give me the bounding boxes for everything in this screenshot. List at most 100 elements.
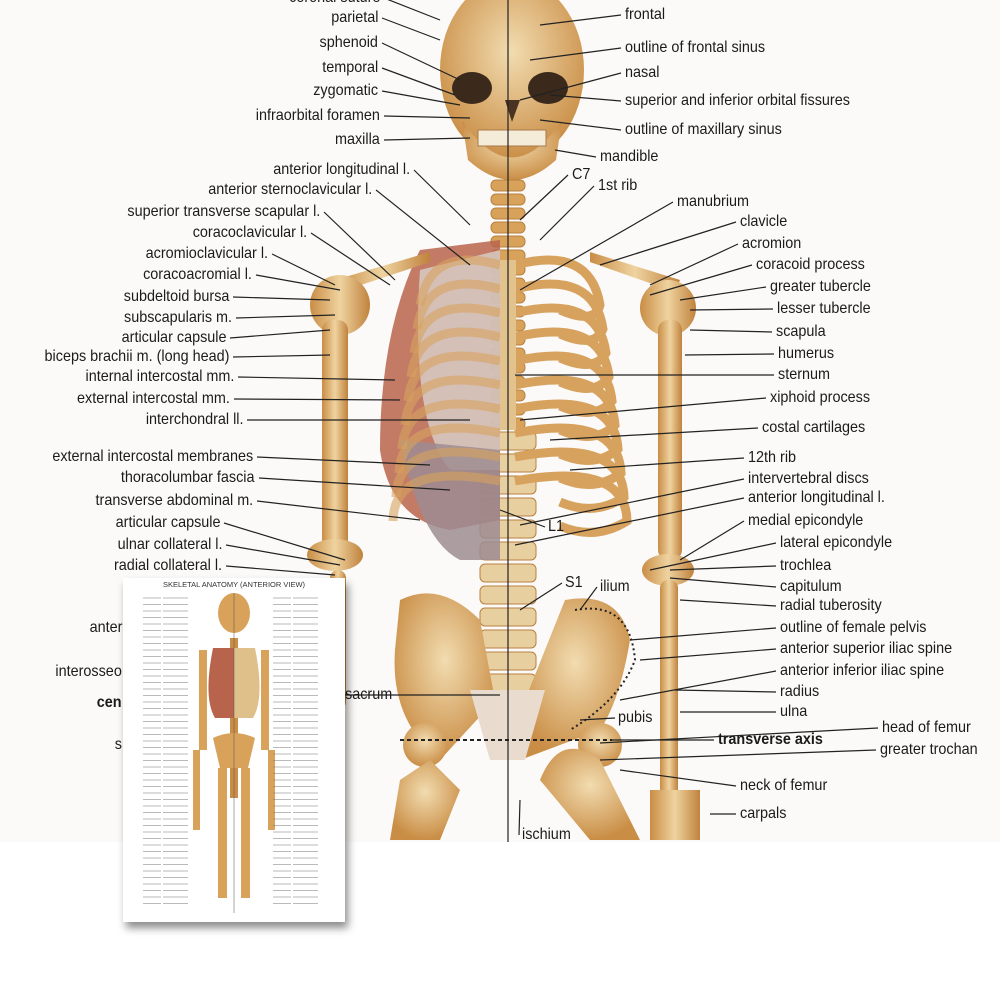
rib: [388, 471, 501, 522]
leader-line: [539, 119, 622, 131]
anatomy-label: greater trochan: [880, 741, 978, 758]
leader-line: [255, 274, 341, 291]
anatomy-label: outline of female pelvis: [780, 619, 927, 636]
anatomy-label: manubrium: [677, 193, 750, 210]
leader-line: [579, 586, 598, 611]
anatomy-label: 1st rib: [598, 177, 638, 194]
rib: [394, 423, 501, 474]
anatomy-label: interosseo: [55, 663, 122, 680]
anatomy-label: acromioclavicular l.: [145, 245, 268, 262]
leader-line: [689, 308, 774, 311]
rib: [513, 327, 614, 393]
rib: [514, 423, 626, 489]
anatomy-label: xiphoid process: [770, 389, 871, 406]
rib: [409, 303, 502, 354]
leader-line: [383, 115, 471, 119]
leader-line: [323, 211, 396, 281]
leader-line: [619, 769, 737, 787]
leader-line: [669, 565, 777, 571]
leader-line: [679, 599, 777, 607]
anatomy-label: coracoid process: [756, 256, 865, 273]
anatomy-label: C7: [572, 166, 591, 183]
rib: [514, 351, 617, 417]
leader-line: [375, 189, 471, 266]
leader-line: [639, 648, 777, 661]
anatomy-label: outline of frontal sinus: [625, 39, 766, 56]
rib: [415, 255, 502, 306]
pelvis: [390, 593, 640, 840]
leader-line: [674, 689, 777, 693]
anatomy-label: humerus: [778, 345, 835, 362]
leader-line: [519, 72, 622, 101]
anatomy-label: L1: [548, 518, 565, 535]
leader-line: [518, 799, 521, 836]
leader-line: [649, 542, 777, 571]
leader-line: [599, 749, 877, 761]
rib: [397, 399, 501, 450]
poster-thumbnail[interactable]: SKELETAL ANATOMY (ANTERIOR VIEW): [123, 578, 345, 922]
anatomy-label: sphenoid: [319, 34, 378, 51]
leader-line: [549, 94, 622, 102]
anatomy-label: external intercostal mm.: [77, 390, 230, 407]
anatomy-label: capitulum: [780, 578, 842, 595]
skull: [440, 0, 584, 180]
rib-cage: [380, 240, 632, 560]
anatomy-label: trochlea: [780, 557, 832, 574]
anatomy-label: radial collateral l.: [113, 557, 222, 574]
leader-line: [229, 329, 331, 339]
anatomy-label: internal intercostal mm.: [85, 368, 234, 385]
anatomy-label: ulnar collateral l.: [117, 536, 222, 553]
leader-line: [499, 509, 546, 528]
anatomy-label: carpals: [740, 805, 787, 822]
anatomy-label: sacrum: [345, 686, 393, 703]
anatomy-label: greater tubercle: [770, 278, 871, 295]
anatomy-label: nasal: [625, 64, 660, 81]
leader-line: [381, 67, 456, 96]
leader-line: [233, 398, 401, 401]
rib: [514, 471, 632, 537]
leader-line: [579, 717, 616, 721]
anatomy-label: anter: [89, 619, 122, 636]
leader-line: [519, 397, 767, 421]
anatomy-label: anterior longitudinal l.: [273, 161, 410, 178]
anatomy-label: mandible: [600, 148, 659, 165]
anatomy-label: maxilla: [335, 131, 380, 148]
leader-line: [684, 353, 775, 356]
anatomy-label: anterior longitudinal l.: [748, 489, 885, 506]
leader-line: [539, 14, 622, 26]
rib: [514, 399, 623, 465]
leader-line: [519, 174, 569, 221]
anatomy-label: costal cartilages: [762, 419, 866, 436]
rib: [514, 447, 629, 513]
leader-line: [519, 582, 563, 611]
anatomy-label: 12th rib: [748, 449, 797, 466]
leader-line: [271, 253, 336, 286]
anatomy-label: temporal: [321, 59, 378, 76]
leader-line: [519, 201, 674, 291]
leader-line: [549, 427, 759, 441]
rib: [514, 375, 620, 441]
leader-line: [689, 329, 773, 333]
leader-line: [679, 286, 767, 301]
leader-line: [649, 243, 739, 286]
thumbnail-title: SKELETAL ANATOMY (ANTERIOR VIEW): [162, 580, 306, 589]
leader-line: [649, 264, 753, 296]
anatomy-label: medial epicondyle: [748, 512, 864, 529]
leader-line: [514, 497, 745, 546]
leader-line: [223, 522, 346, 561]
anatomy-label: anterior superior iliac spine: [780, 640, 953, 657]
rib: [403, 351, 502, 402]
anatomy-label: superior transverse scapular l.: [127, 203, 320, 220]
leader-line: [381, 90, 461, 106]
anatomy-label: biceps brachii m. (long head): [44, 348, 229, 365]
leader-line: [629, 627, 777, 641]
leader-line: [539, 185, 595, 241]
anatomy-label: anterior sternoclavicular l.: [207, 181, 372, 198]
anatomy-label: coronal suture: [289, 0, 380, 7]
leader-line: [519, 478, 745, 526]
anatomy-label: neck of femur: [740, 777, 828, 794]
leader-line: [310, 232, 391, 286]
anatomy-label: zygomatic: [313, 82, 378, 99]
leader-line: [258, 477, 451, 491]
rib: [400, 375, 501, 426]
